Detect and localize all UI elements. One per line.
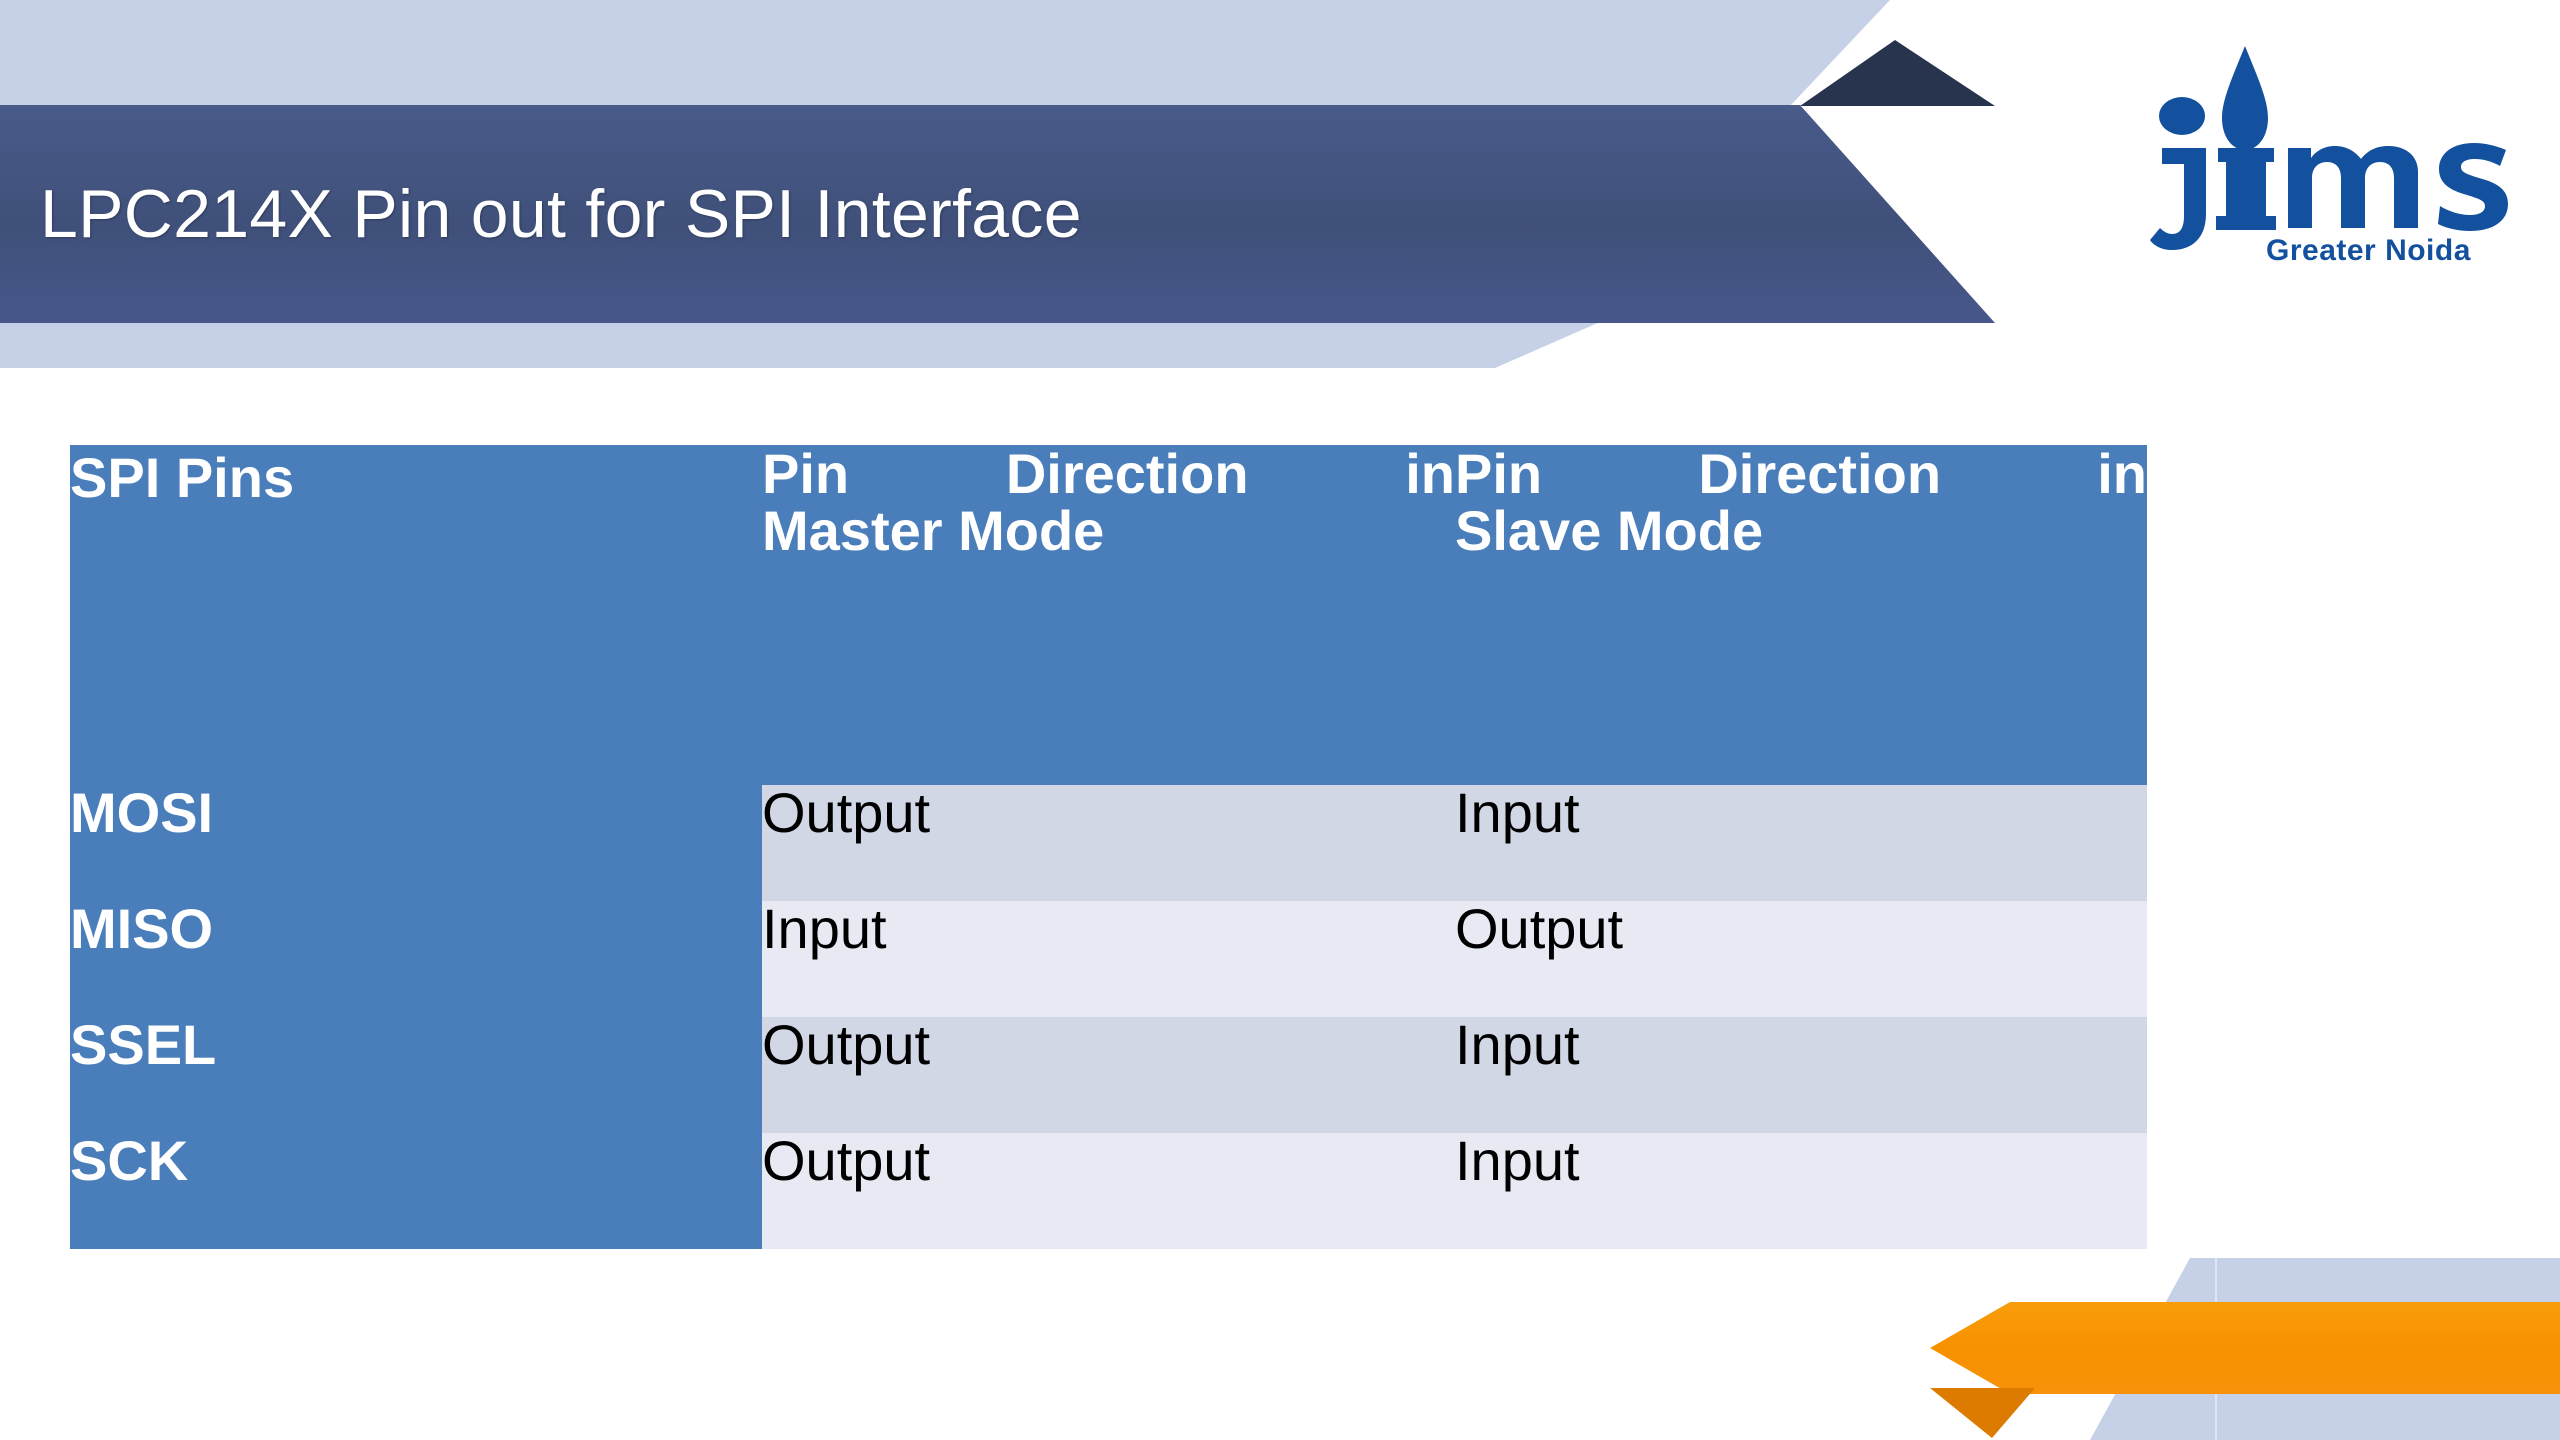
table-row: MOSI Output Input xyxy=(70,785,2147,901)
table-row: SSEL Output Input xyxy=(70,1017,2147,1133)
column-header-master-mode-line2: Master Mode xyxy=(762,499,1105,563)
footer-orange-ribbon-shadow xyxy=(1930,1388,2035,1438)
cell-master-direction: Output xyxy=(762,1133,1455,1249)
table-row: MISO Input Output xyxy=(70,901,2147,1017)
jims-logo-tagline: Greater Noida xyxy=(2266,234,2471,267)
table-body: MOSI Output Input MISO Input Output SSEL… xyxy=(70,785,2147,1249)
cell-master-direction: Input xyxy=(762,901,1455,1017)
cell-slave-direction: Input xyxy=(1455,785,2147,901)
column-header-master-mode-line1: Pin Direction in xyxy=(762,442,1455,505)
column-header-slave-mode: Pin Direction in Slave Mode xyxy=(1455,445,2147,785)
slide-footer-decoration xyxy=(1930,1240,2560,1440)
page-title: LPC214X Pin out for SPI Interface xyxy=(40,176,1082,252)
column-header-slave-mode-line2: Slave Mode xyxy=(1455,499,1764,563)
column-header-spi-pins: SPI Pins xyxy=(70,445,762,785)
jims-logo: Greater Noida xyxy=(2148,38,2548,268)
table-header-row: SPI Pins Pin Direction in Master Mode Pi… xyxy=(70,445,2147,785)
cell-slave-direction: Input xyxy=(1455,1133,2147,1249)
header-top-accent-band xyxy=(0,0,1890,106)
cell-pin-name: SSEL xyxy=(70,1017,762,1133)
slide-header-banner: LPC214X Pin out for SPI Interface xyxy=(0,0,2560,380)
spi-pinout-table: SPI Pins Pin Direction in Master Mode Pi… xyxy=(70,445,2147,1249)
column-header-master-mode: Pin Direction in Master Mode xyxy=(762,445,1455,785)
cell-pin-name: SCK xyxy=(70,1133,762,1249)
table-row: SCK Output Input xyxy=(70,1133,2147,1249)
cell-slave-direction: Output xyxy=(1455,901,2147,1017)
jims-logo-icon: Greater Noida xyxy=(2150,46,2508,267)
cell-pin-name: MISO xyxy=(70,901,762,1017)
cell-master-direction: Output xyxy=(762,785,1455,901)
footer-orange-ribbon xyxy=(1930,1302,2560,1394)
title-bar-chevron xyxy=(0,105,1995,323)
column-header-slave-mode-line1: Pin Direction in xyxy=(1455,442,2147,505)
cell-pin-name: MOSI xyxy=(70,785,762,901)
cell-master-direction: Output xyxy=(762,1017,1455,1133)
cell-slave-direction: Input xyxy=(1455,1017,2147,1133)
header-bottom-accent-band xyxy=(0,322,1600,368)
